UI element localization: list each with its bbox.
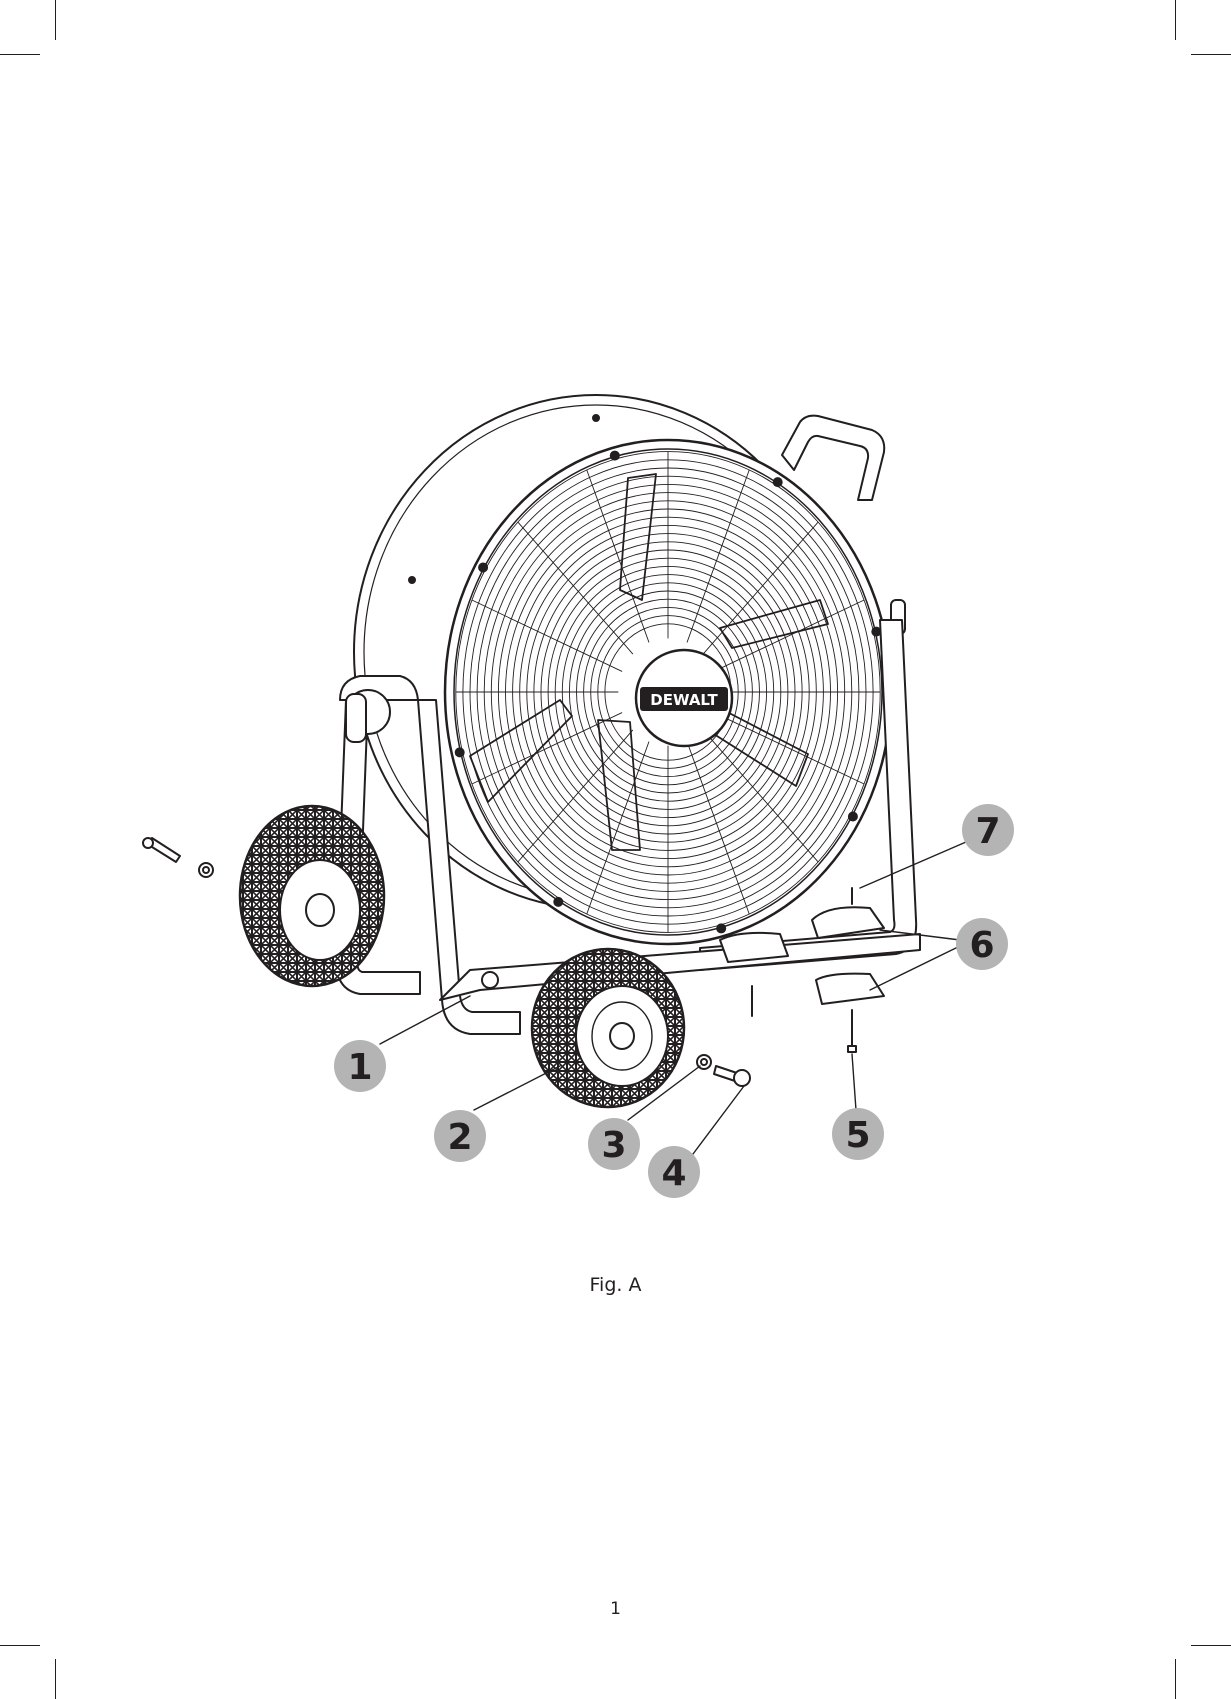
wheel-left	[240, 806, 384, 986]
callout-1: 1	[334, 1040, 386, 1092]
callout-5: 5	[832, 1108, 884, 1160]
callout-number: 2	[447, 1117, 472, 1158]
callout-number: 1	[347, 1047, 372, 1088]
wheel-front	[532, 949, 684, 1107]
callout-number: 6	[969, 925, 994, 966]
page-number: 1	[0, 1599, 1231, 1619]
callout-7: 7	[962, 804, 1014, 856]
callout-6: 6	[956, 918, 1008, 970]
callout-3: 3	[588, 1118, 640, 1170]
callout-number: 3	[601, 1125, 626, 1166]
callout-number: 5	[845, 1115, 870, 1156]
brand-logo: DEWALT	[650, 691, 718, 709]
fan-guard: DEWALT	[445, 440, 891, 944]
callout-number: 7	[975, 811, 1000, 852]
callout-number: 4	[661, 1153, 686, 1194]
figure-caption: Fig. A	[0, 1274, 1231, 1296]
callout-4: 4	[648, 1146, 700, 1198]
callout-2: 2	[434, 1110, 486, 1162]
